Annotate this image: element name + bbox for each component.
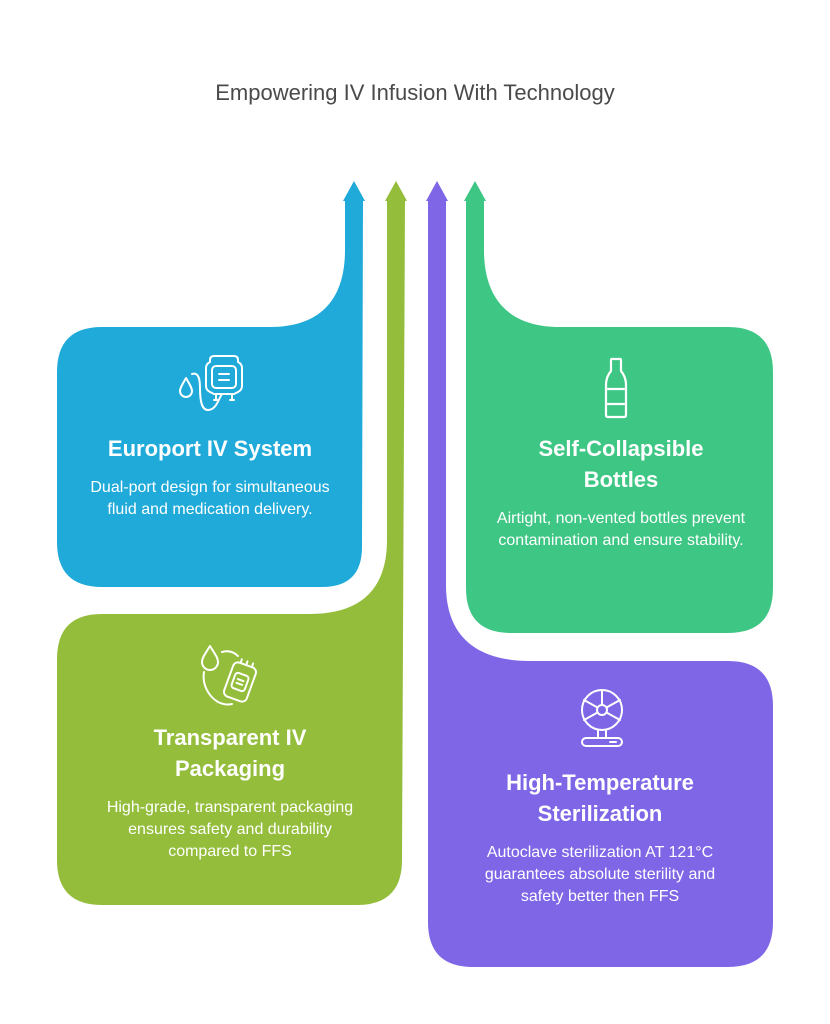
packaging-shape [57, 181, 407, 905]
europort-shape [57, 181, 365, 587]
collapsible-card: Self-Collapsible Bottles Airtight, non-v… [490, 433, 752, 552]
packaging-card-shape [57, 200, 405, 905]
europort-card: Europort IV System Dual-port design for … [70, 433, 350, 521]
packaging-title: Transparent IV Packaging [153, 725, 307, 781]
europort-arrow-head [343, 181, 365, 201]
sterilization-title: High-Temperature Sterilization [506, 770, 694, 826]
sterilization-shape [426, 181, 773, 967]
sterilization-arrow-head [426, 181, 448, 201]
iv-bag-cycle-icon [196, 644, 264, 711]
bottle-icon [604, 357, 628, 424]
europort-card-shape [57, 200, 363, 587]
packaging-card: Transparent IV Packaging High-grade, tra… [80, 722, 380, 863]
europort-description: Dual-port design for simultaneous fluid … [90, 479, 330, 518]
autoclave-fan-icon [578, 688, 626, 755]
packaging-description: High-grade, transparent packaging ensure… [106, 799, 354, 860]
europort-title: Europort IV System [107, 436, 313, 461]
collapsible-title: Self-Collapsible Bottles [538, 436, 704, 492]
collapsible-description: Airtight, non-vented bottles prevent con… [496, 510, 746, 549]
collapsible-arrow-head [464, 181, 486, 201]
diagram-title: Empowering IV Infusion With Technology [215, 80, 615, 105]
sterilization-description: Autoclave sterilization AT 121°C guarant… [484, 844, 716, 905]
iv-bag-drop-icon [176, 354, 252, 421]
packaging-arrow-head [385, 181, 407, 201]
sterilization-card: High-Temperature Sterilization Autoclave… [455, 767, 745, 908]
sterilization-card-shape [428, 200, 773, 967]
